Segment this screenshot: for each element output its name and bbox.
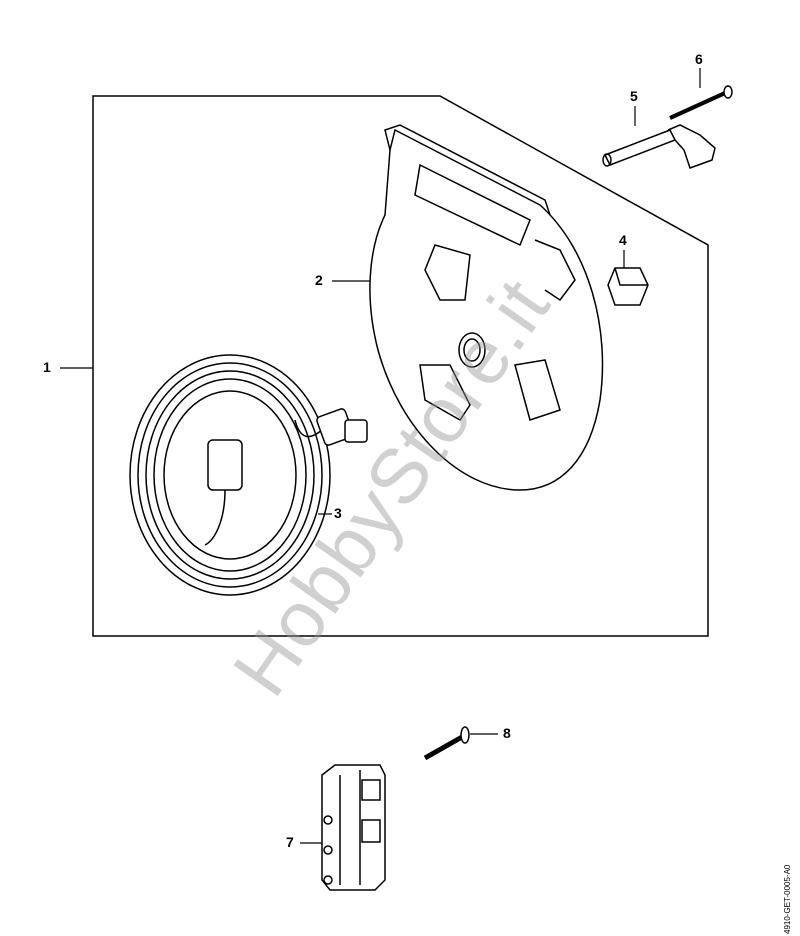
- hose-coil: [129, 354, 368, 596]
- callout-1: 1: [43, 359, 51, 375]
- callout-6: 6: [695, 51, 703, 67]
- assembly-frame: [92, 95, 709, 637]
- wall-bracket: [321, 764, 386, 891]
- screw-long: [669, 85, 733, 120]
- callout-4: 4: [619, 232, 627, 248]
- reel-housing: [369, 124, 604, 491]
- callout-2: 2: [315, 272, 323, 288]
- crank-handle: [602, 124, 716, 169]
- screw-short: [423, 726, 470, 761]
- callout-3: 3: [334, 505, 342, 521]
- leader-lines: [60, 68, 701, 844]
- callout-5: 5: [630, 88, 638, 104]
- drawing-code: 4910-GET-0005-A0: [783, 864, 792, 934]
- callout-7: 7: [286, 834, 294, 850]
- callout-8: 8: [503, 725, 511, 741]
- hub-insert: [607, 267, 649, 306]
